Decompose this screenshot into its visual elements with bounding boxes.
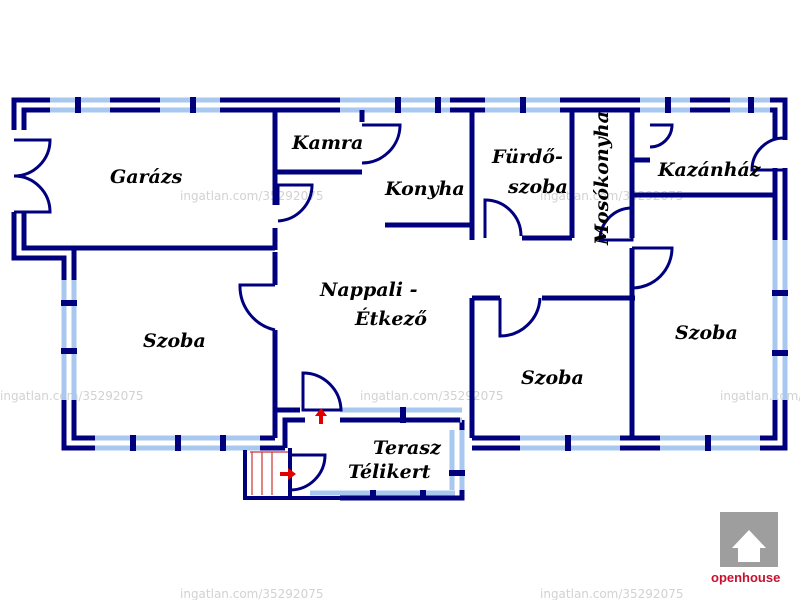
logo-text: openhouse [711, 570, 780, 585]
room-label-pantry: Kamra [291, 132, 363, 154]
stairs [250, 451, 290, 495]
room-label-bathroom-line1: Fürdő- [491, 146, 563, 168]
room-label-bathroom-line2: szoba [507, 176, 568, 198]
room-label-living-line2: Étkező [354, 307, 427, 330]
window-mullions [61, 97, 788, 500]
watermark: ingatlan.com/35292075 [360, 389, 503, 403]
room-label-terrace: Terasz [373, 437, 442, 459]
room-label-laundry: Mosókonyha [591, 111, 613, 246]
room-labels: Garázs Kamra Konyha Fürdő- szoba Mosókon… [110, 111, 762, 483]
watermark: ingatlan.com/35292075 [180, 587, 323, 600]
room-label-garage: Garázs [110, 166, 183, 188]
room-label-room-left: Szoba [143, 330, 206, 352]
house-shape-icon [732, 530, 766, 562]
watermark: ingatlan.com/35292075 [540, 587, 683, 600]
room-label-room-mid: Szoba [521, 367, 584, 389]
entry-arrow-icon [280, 408, 327, 480]
watermark: ingatlan.com/35292075 [180, 189, 323, 203]
room-label-room-right: Szoba [675, 322, 738, 344]
room-label-boiler: Kazánház [657, 159, 762, 181]
room-label-living-line1: Nappali - [319, 279, 418, 301]
room-label-kitchen: Konyha [384, 178, 465, 200]
watermarks: ingatlan.com/35292075 ingatlan.com/35292… [0, 189, 800, 600]
interior-walls [24, 110, 775, 448]
openhouse-logo: openhouse [711, 512, 780, 585]
doors [13, 123, 786, 492]
room-label-wintergarden: Télikert [348, 461, 431, 483]
watermark: ingatlan.com/35292075 [720, 389, 800, 403]
